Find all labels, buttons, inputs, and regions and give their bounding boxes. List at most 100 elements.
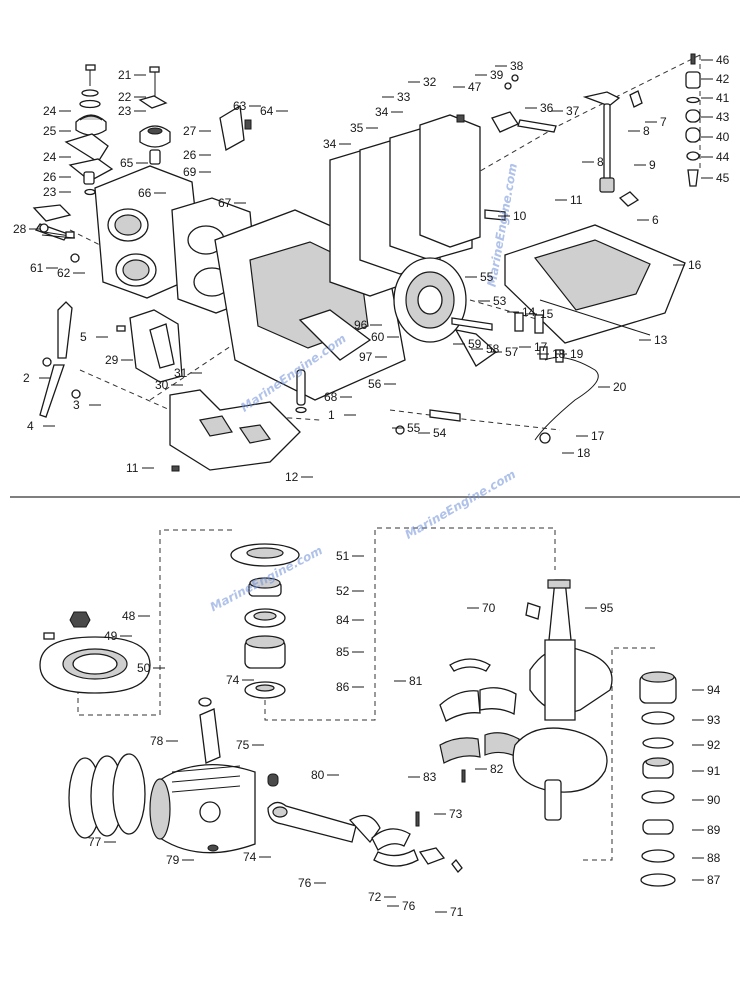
part-callout-41: 41 bbox=[716, 91, 730, 105]
bearing-cover-plate bbox=[39, 611, 151, 694]
part-callout-7: 7 bbox=[660, 115, 667, 129]
part-callout-60: 60 bbox=[371, 330, 385, 344]
upper-assembly bbox=[32, 53, 701, 472]
part-callout-72: 72 bbox=[368, 890, 382, 904]
part-callout-73: 73 bbox=[449, 807, 463, 821]
part-callout-56: 56 bbox=[368, 377, 382, 391]
part-callout-95: 95 bbox=[600, 601, 614, 615]
part-callout-87: 87 bbox=[707, 873, 721, 887]
part-callout-3: 3 bbox=[73, 398, 80, 412]
part-callout-59: 59 bbox=[468, 337, 482, 351]
upper-bearing-stack bbox=[230, 543, 300, 699]
part-callout-12: 12 bbox=[285, 470, 299, 484]
part-callout-58: 58 bbox=[486, 342, 500, 356]
part-callout-80: 80 bbox=[311, 768, 325, 782]
part-callout-15: 15 bbox=[540, 307, 554, 321]
part-callout-64: 64 bbox=[260, 104, 274, 118]
part-callout-74: 74 bbox=[243, 850, 257, 864]
part-callout-82: 82 bbox=[490, 762, 504, 776]
part-callout-81: 81 bbox=[409, 674, 423, 688]
part-callout-52: 52 bbox=[336, 584, 350, 598]
part-callout-30: 30 bbox=[155, 378, 169, 392]
part-callout-44: 44 bbox=[716, 150, 730, 164]
part-callout-36: 36 bbox=[540, 101, 554, 115]
part-callout-66: 66 bbox=[138, 186, 152, 200]
part-callout-19: 19 bbox=[570, 347, 584, 361]
part-callout-63: 63 bbox=[233, 99, 247, 113]
part-callout-14: 14 bbox=[522, 305, 536, 319]
part-callout-76: 76 bbox=[402, 899, 416, 913]
part-callout-83: 83 bbox=[423, 770, 437, 784]
part-callout-85: 85 bbox=[336, 645, 350, 659]
part-callout-69: 69 bbox=[183, 165, 197, 179]
part-callout-18: 18 bbox=[577, 446, 591, 460]
part-callout-48: 48 bbox=[122, 609, 136, 623]
part-callout-55: 55 bbox=[407, 421, 421, 435]
exhaust-cover-bracket bbox=[504, 224, 686, 344]
part-callout-17: 17 bbox=[591, 429, 605, 443]
part-callout-50: 50 bbox=[137, 661, 151, 675]
part-callout-6: 6 bbox=[652, 213, 659, 227]
part-callout-61: 61 bbox=[30, 261, 44, 275]
part-callout-96: 96 bbox=[354, 318, 368, 332]
part-callout-45: 45 bbox=[716, 171, 730, 185]
part-callout-1: 1 bbox=[328, 408, 335, 422]
part-callout-93: 93 bbox=[707, 713, 721, 727]
part-callout-57: 57 bbox=[505, 345, 519, 359]
connecting-rod bbox=[267, 801, 463, 873]
part-callout-33: 33 bbox=[397, 90, 411, 104]
part-callout-67: 67 bbox=[218, 196, 232, 210]
part-callout-88: 88 bbox=[707, 851, 721, 865]
part-callout-35: 35 bbox=[350, 121, 364, 135]
part-callout-86: 86 bbox=[336, 680, 350, 694]
lower-bearing-stack bbox=[639, 671, 677, 887]
part-callout-34: 34 bbox=[323, 137, 337, 151]
part-callout-11: 11 bbox=[570, 193, 583, 207]
part-callout-54: 54 bbox=[433, 426, 447, 440]
part-callout-10: 10 bbox=[513, 209, 527, 223]
part-callout-71: 71 bbox=[450, 905, 464, 919]
part-callout-68: 68 bbox=[324, 390, 338, 404]
wrist-pin-set bbox=[198, 697, 221, 764]
part-callout-42: 42 bbox=[716, 72, 730, 86]
part-callout-25: 25 bbox=[43, 124, 57, 138]
part-callout-27: 27 bbox=[183, 124, 197, 138]
part-callout-65: 65 bbox=[120, 156, 134, 170]
part-callout-13: 13 bbox=[654, 333, 668, 347]
choke-rod-assembly bbox=[456, 53, 701, 221]
part-callout-75: 75 bbox=[236, 738, 250, 752]
part-callout-4: 4 bbox=[27, 419, 34, 433]
watermark-text: MarineEngine.com bbox=[403, 467, 519, 542]
part-callout-23: 23 bbox=[118, 104, 132, 118]
part-callout-28: 28 bbox=[13, 222, 27, 236]
part-callout-21: 21 bbox=[118, 68, 132, 82]
crankshaft bbox=[512, 579, 613, 821]
part-callout-5: 5 bbox=[80, 330, 87, 344]
part-callout-70: 70 bbox=[482, 601, 496, 615]
part-callout-16: 16 bbox=[688, 258, 702, 272]
part-callout-53: 53 bbox=[493, 294, 507, 308]
lower-dashed-guides bbox=[77, 527, 655, 861]
part-callout-26: 26 bbox=[183, 148, 197, 162]
part-callout-29: 29 bbox=[105, 353, 119, 367]
rod-bearing-cages bbox=[439, 658, 520, 783]
part-callout-20: 20 bbox=[613, 380, 627, 394]
part-callout-9: 9 bbox=[649, 158, 656, 172]
throttle-linkage bbox=[39, 301, 183, 418]
part-callout-51: 51 bbox=[336, 549, 350, 563]
part-callout-8: 8 bbox=[643, 124, 650, 138]
part-callout-84: 84 bbox=[336, 613, 350, 627]
part-callout-43: 43 bbox=[716, 110, 730, 124]
part-callout-77: 77 bbox=[88, 835, 102, 849]
part-callout-94: 94 bbox=[707, 683, 721, 697]
piston-and-rings bbox=[68, 753, 279, 854]
part-callout-2: 2 bbox=[23, 371, 30, 385]
part-callout-37: 37 bbox=[566, 104, 580, 118]
part-callout-26: 26 bbox=[43, 170, 57, 184]
part-callout-97: 97 bbox=[359, 350, 373, 364]
part-callout-76: 76 bbox=[298, 876, 312, 890]
part-callout-46: 46 bbox=[716, 53, 730, 67]
lower-assembly bbox=[39, 527, 677, 887]
